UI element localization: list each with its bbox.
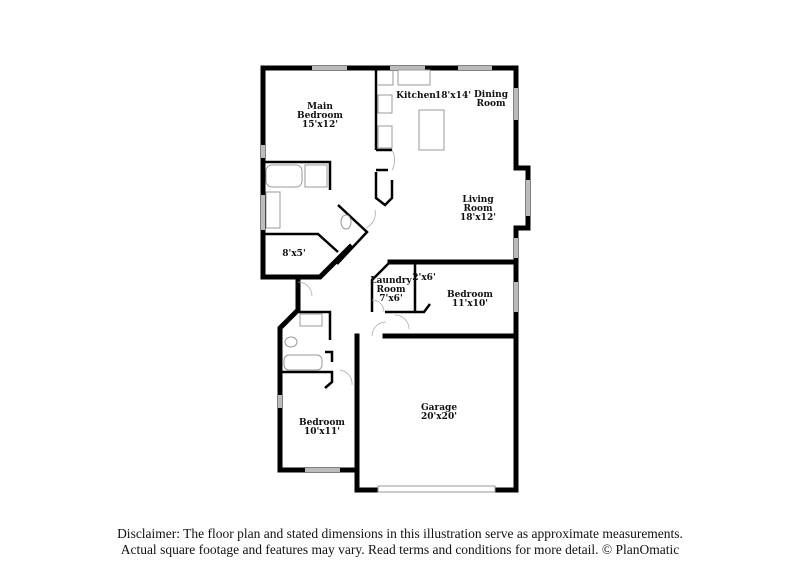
disclaimer-line-2: Actual square footage and features may v… — [120, 542, 680, 557]
svg-text:15'x12': 15'x12' — [302, 120, 338, 130]
svg-text:Bedroom: Bedroom — [447, 290, 493, 300]
bathtub-icon — [265, 164, 303, 188]
living-name: Living — [462, 195, 494, 205]
stove-icon — [377, 94, 393, 114]
svg-text:Living: Living — [462, 195, 494, 205]
laundry-size: 7'x6' — [379, 294, 402, 304]
svg-text:8'x5': 8'x5' — [282, 249, 305, 259]
svg-text:Garage: Garage — [421, 403, 457, 413]
bedroom3-size: 10'x11' — [304, 427, 340, 437]
svg-text:7'x6': 7'x6' — [379, 294, 402, 304]
svg-text:20'x20': 20'x20' — [421, 412, 457, 422]
garage-name: Garage — [421, 403, 457, 413]
closet-main-size: 8'x5' — [282, 249, 305, 259]
living-size: 18'x12' — [460, 213, 496, 223]
fixtures — [265, 69, 445, 371]
svg-text:Room: Room — [476, 99, 505, 109]
garage-size: 20'x20' — [421, 412, 457, 422]
room-labels: Main Bedroom 15'x12' Kitchen 18'x14' Din… — [282, 90, 508, 437]
kitchen-island — [418, 109, 445, 151]
main-bedroom-name: Main — [307, 102, 333, 112]
doors — [297, 149, 410, 386]
bedroom3-name: Bedroom — [299, 418, 345, 428]
bedroom2-name: Bedroom — [447, 290, 493, 300]
shower-icon — [304, 164, 328, 188]
svg-text:11'x10': 11'x10' — [452, 299, 488, 309]
laundry-name: Laundry — [370, 276, 412, 286]
svg-text:Laundry: Laundry — [370, 276, 412, 286]
vanity-sinks — [265, 191, 281, 229]
toilet-icon — [340, 214, 352, 230]
laundry-name-2: Room — [376, 285, 405, 295]
svg-text:Main: Main — [307, 102, 333, 112]
svg-text:Bedroom: Bedroom — [297, 111, 343, 121]
svg-text:18'x12': 18'x12' — [460, 213, 496, 223]
svg-text:2'x6': 2'x6' — [412, 273, 435, 283]
svg-text:18'x14': 18'x14' — [435, 91, 471, 101]
toilet-icon — [284, 336, 298, 348]
windows — [261, 66, 530, 493]
closet-small-size: 2'x6' — [412, 273, 435, 283]
svg-text:Kitchen: Kitchen — [396, 91, 436, 101]
disclaimer-line-1: Disclaimer: The floor plan and stated di… — [117, 526, 683, 541]
garage-door — [377, 485, 496, 493]
dishwasher — [377, 125, 393, 149]
living-name-2: Room — [463, 204, 492, 214]
sink-icon — [299, 313, 323, 327]
svg-text:Room: Room — [376, 285, 405, 295]
svg-text:10'x11': 10'x11' — [304, 427, 340, 437]
dining-name-2: Room — [476, 99, 505, 109]
svg-text:Bedroom: Bedroom — [299, 418, 345, 428]
bathtub-icon — [283, 354, 323, 371]
main-bedroom-name-2: Bedroom — [297, 111, 343, 121]
main-bedroom-size: 15'x12' — [302, 120, 338, 130]
bedroom2-size: 11'x10' — [452, 299, 488, 309]
dining-name: Dining — [474, 90, 509, 100]
svg-text:Room: Room — [463, 204, 492, 214]
kitchen-name: Kitchen — [396, 91, 436, 101]
interior-walls — [263, 68, 519, 389]
kitchen-sink — [397, 69, 431, 86]
kitchen-size: 18'x14' — [435, 91, 471, 101]
svg-text:Dining: Dining — [474, 90, 509, 100]
